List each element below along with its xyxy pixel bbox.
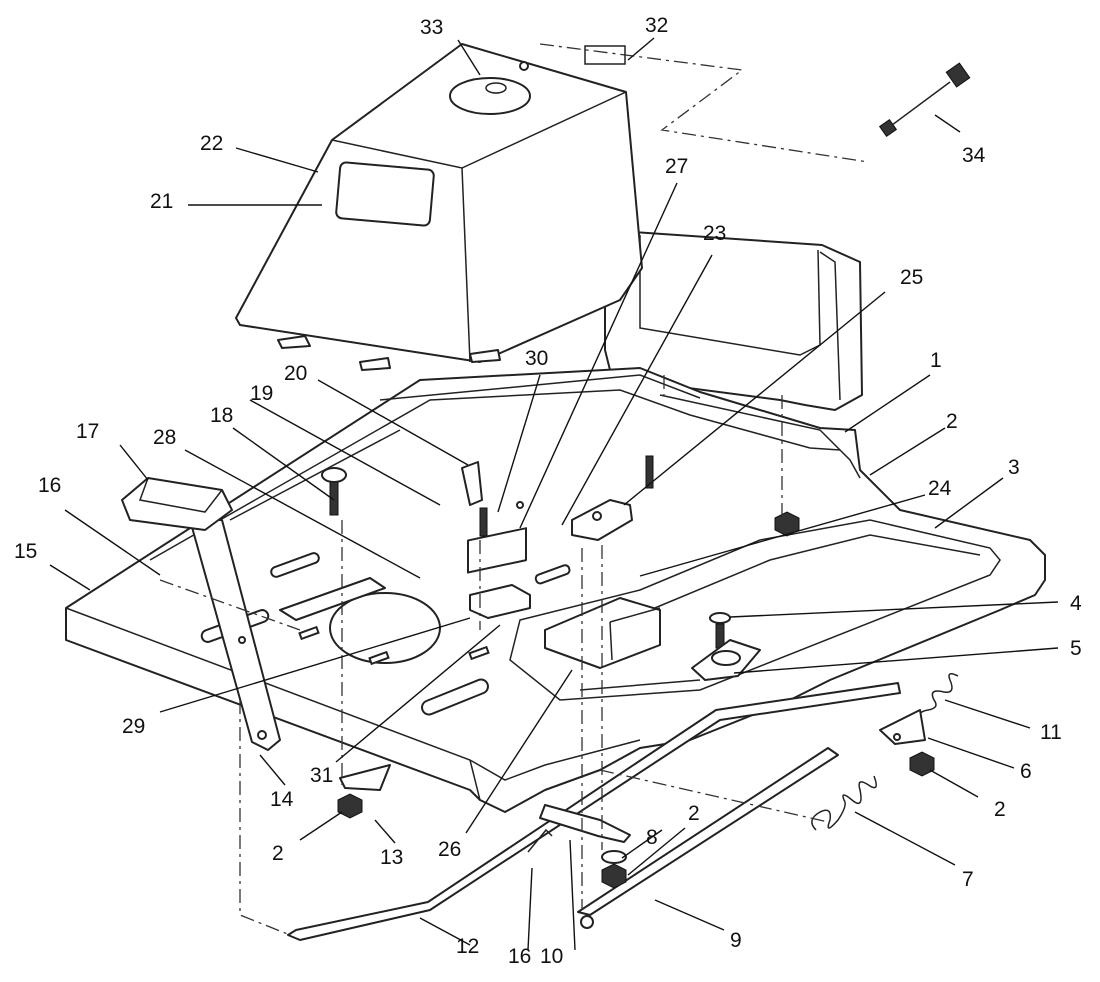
callout-20: 20 — [284, 362, 307, 385]
callout-6: 6 — [1020, 760, 1032, 783]
switch-assembly — [279, 461, 633, 621]
callout-2-top: 2 — [946, 410, 958, 433]
callout-13: 13 — [380, 846, 403, 869]
callout-23: 23 — [703, 222, 726, 245]
callout-25: 25 — [900, 266, 923, 289]
callout-16-left: 16 — [38, 474, 61, 497]
hardware — [321, 455, 935, 889]
pedal-assembly — [121, 477, 281, 751]
callout-15: 15 — [14, 540, 37, 563]
callout-18: 18 — [210, 404, 233, 427]
callout-labels: 33 32 34 22 21 27 23 25 30 1 2 3 24 4 5 … — [14, 14, 1082, 968]
callout-2-left: 2 — [272, 842, 284, 865]
decal-outline — [539, 43, 869, 163]
projection-lines — [159, 375, 829, 936]
callout-4: 4 — [1070, 592, 1082, 615]
decal-label — [584, 45, 626, 65]
callout-10: 10 — [540, 945, 563, 968]
callout-14: 14 — [270, 788, 294, 811]
fuel-tank — [235, 43, 643, 371]
callout-24: 24 — [928, 477, 952, 500]
callout-12: 12 — [456, 935, 479, 958]
callout-2-right: 2 — [994, 798, 1006, 821]
callout-34: 34 — [962, 144, 986, 167]
callout-11: 11 — [1040, 721, 1062, 744]
decal-window — [335, 161, 435, 227]
callout-16-bottom: 16 — [508, 945, 531, 968]
callout-27: 27 — [665, 155, 688, 178]
leader-lines — [49, 37, 1059, 951]
callout-32: 32 — [645, 14, 668, 37]
wire-harness — [878, 62, 971, 138]
callout-2-mid: 2 — [688, 802, 700, 825]
callout-8: 8 — [646, 826, 658, 849]
callout-28: 28 — [153, 426, 176, 449]
deck-plate — [65, 367, 1046, 813]
callout-7: 7 — [962, 868, 974, 891]
callout-33: 33 — [420, 16, 443, 39]
callout-30: 30 — [525, 347, 548, 370]
seat-back — [604, 229, 863, 411]
callout-5: 5 — [1070, 637, 1082, 660]
callout-29: 29 — [122, 715, 145, 738]
callout-19: 19 — [250, 382, 273, 405]
callout-3: 3 — [1008, 456, 1020, 479]
deck-opening — [329, 592, 441, 664]
springs — [811, 673, 959, 831]
callout-1: 1 — [930, 349, 942, 372]
callout-17: 17 — [76, 420, 99, 443]
callout-31: 31 — [310, 764, 333, 787]
callout-9: 9 — [730, 929, 742, 952]
callout-26: 26 — [438, 838, 461, 861]
fill-cap — [449, 77, 531, 115]
callout-22: 22 — [200, 132, 223, 155]
callout-21: 21 — [150, 190, 173, 213]
